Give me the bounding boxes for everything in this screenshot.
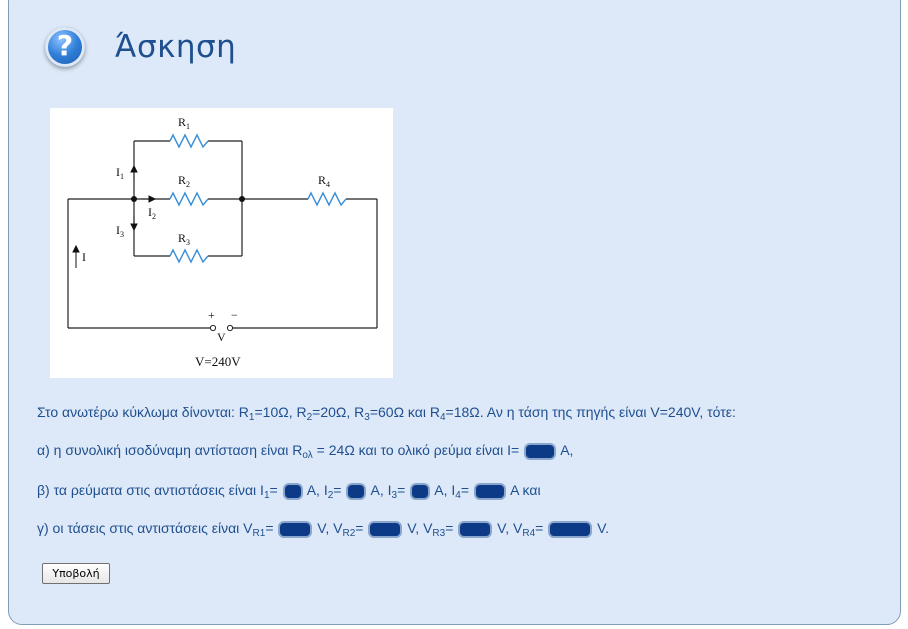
problem-statement: Στο ανωτέρω κύκλωμα δίνονται: R1=10Ω, R2… [37,404,736,423]
resistor-r3 [169,248,209,264]
submit-button[interactable]: Υποβολή [42,563,110,584]
question-b: β) τα ρεύματα στις αντιστάσεις είναι I1=… [37,482,541,501]
current-i1-input[interactable] [282,482,303,500]
circuit-diagram: R1 R2 R3 R4 I1 I2 I3 I + − V V=240V [67,115,378,369]
svg-text:I3: I3 [116,223,124,239]
current-i4-input[interactable] [473,482,506,500]
total-current-input[interactable] [524,442,557,460]
svg-text:V=240V: V=240V [195,354,241,369]
svg-text:R2: R2 [178,173,190,189]
svg-text:R1: R1 [178,115,190,131]
voltage-vr3-input[interactable] [458,520,493,538]
page-title: Άσκηση [115,29,237,65]
voltage-vr4-input[interactable] [548,520,593,538]
voltage-vr2-input[interactable] [368,520,403,538]
svg-text:R4: R4 [318,173,330,189]
svg-text:I: I [82,250,86,264]
resistor-r1 [169,133,209,149]
current-i3-input[interactable] [410,482,431,500]
question-a: α) η συνολική ισοδύναμη αντίσταση είναι … [37,442,574,461]
svg-text:I1: I1 [116,165,124,181]
current-i2-input[interactable] [346,482,367,500]
svg-text:−: − [231,308,238,322]
svg-text:R3: R3 [178,231,190,247]
svg-text:V: V [217,330,226,344]
resistor-r4 [307,191,347,207]
resistor-r2 [169,191,209,207]
svg-text:I2: I2 [148,205,156,221]
question-c: γ) οι τάσεις στις αντιστάσεις είναι VR1=… [37,520,610,539]
help-question-icon: ? [45,27,85,67]
circuit-figure: R1 R2 R3 R4 I1 I2 I3 I + − V V=240V [50,108,393,378]
svg-text:+: + [208,308,215,322]
voltage-vr1-input[interactable] [278,520,313,538]
